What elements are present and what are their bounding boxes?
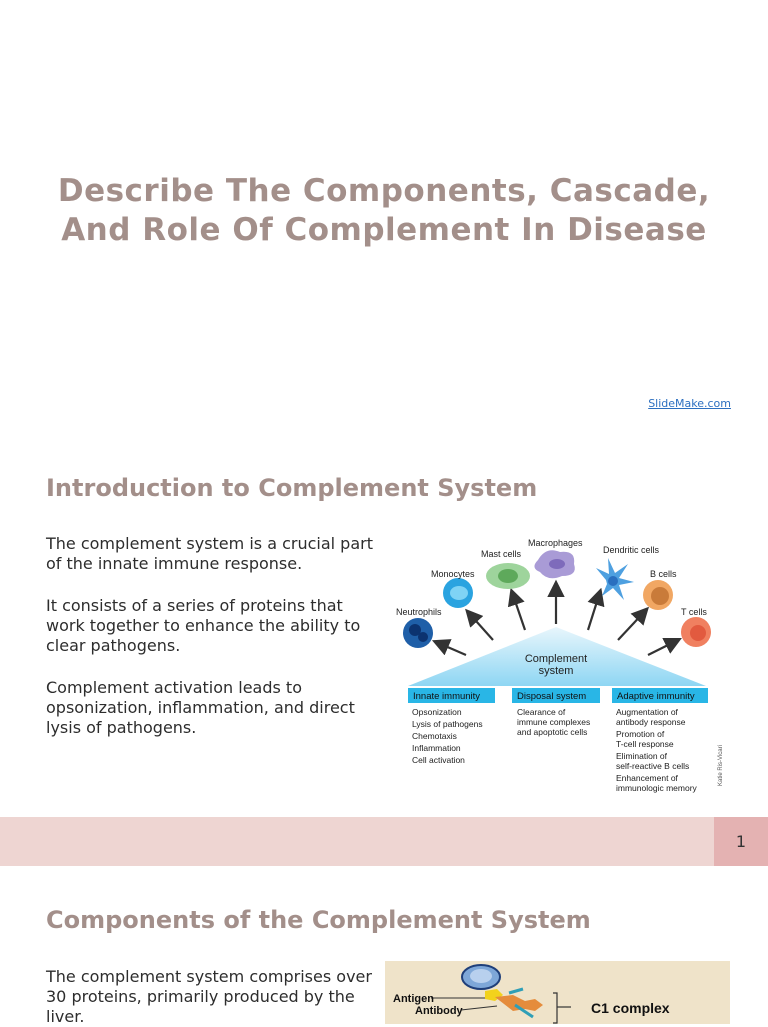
complement-system-figure: Complement system Neu — [396, 538, 724, 793]
complement-triangle — [408, 627, 706, 686]
arrows — [431, 579, 682, 657]
c1-arms — [508, 987, 534, 1019]
adaptive-item: Enhancement of — [616, 773, 679, 783]
header-innate-immunity: Innate immunity — [413, 691, 480, 702]
disposal-item: immune complexes — [517, 717, 590, 727]
intro-paragraph-3: Complement activation leads to opsonizat… — [46, 678, 355, 737]
cell-dendritic — [596, 558, 634, 600]
innate-item: Lysis of pathogens — [412, 719, 483, 729]
c1-complex-figure: Antigen Antibody C1 complex — [385, 961, 730, 1024]
label-macrophages: Macrophages — [528, 538, 583, 548]
innate-item: Opsonization — [412, 707, 462, 717]
label-neutrophils: Neutrophils — [396, 607, 442, 617]
adaptive-item: Promotion of — [616, 729, 665, 739]
intro-heading: Introduction to Complement System — [46, 474, 538, 502]
header-disposal-bg — [512, 688, 600, 703]
cell-mast-cell — [486, 563, 530, 589]
arrow-t-cells — [647, 638, 682, 656]
antigen-core — [470, 969, 492, 983]
arrow-monocytes — [465, 608, 494, 641]
adaptive-item: Augmentation of — [616, 707, 679, 717]
header-disposal-system: Disposal system — [517, 691, 586, 702]
slide-title-line-2: And Role Of Complement In Disease — [61, 212, 707, 248]
slide-title-line-1: Describe The Components, Cascade, — [57, 173, 711, 209]
center-label-line-2: system — [539, 665, 574, 677]
slide-title: Describe The Components, Cascade, And Ro… — [30, 172, 738, 250]
header-adaptive-immunity: Adaptive immunity — [617, 691, 695, 702]
label-mast-cells: Mast cells — [481, 549, 522, 559]
disposal-item: Clearance of — [517, 707, 566, 717]
arrow-mast-cells — [507, 587, 527, 631]
innate-item: Chemotaxis — [412, 731, 457, 741]
antibody-label: Antibody — [415, 1005, 464, 1017]
adaptive-item: self-reactive B cells — [616, 761, 689, 771]
arrow-b-cells — [617, 606, 650, 641]
cell-neutrophil — [403, 618, 433, 648]
slidemake-link[interactable]: SlideMake.com — [648, 397, 731, 410]
cell-monocyte — [443, 578, 473, 608]
adaptive-item: immunologic memory — [616, 783, 698, 793]
adaptive-item: Elimination of — [616, 751, 668, 761]
label-b-cells: B cells — [650, 569, 677, 579]
cell-t-cell — [681, 617, 711, 647]
innate-item: Inflammation — [412, 743, 461, 753]
antibody-leader — [460, 1005, 498, 1011]
label-monocytes: Monocytes — [431, 569, 475, 579]
page-number-text: 1 — [735, 832, 747, 851]
label-dendritic-cells: Dendritic cells — [603, 545, 660, 555]
arrow-dendritic — [586, 587, 605, 631]
antigen-label: Antigen — [393, 993, 434, 1005]
cell-b-cell — [643, 580, 673, 610]
header-innate-bg — [408, 688, 495, 703]
page-number: 1 — [714, 817, 768, 866]
components-paragraph: The complement system comprises over 30 … — [46, 967, 372, 1026]
label-t-cells: T cells — [681, 607, 707, 617]
c1-complex-label: C1 complex — [591, 1000, 670, 1016]
c1-bracket — [553, 992, 558, 1024]
center-label-line-1: Complement — [525, 653, 587, 665]
arrow-neutrophils — [431, 639, 467, 657]
c1-protein-shape — [495, 995, 543, 1011]
components-heading: Components of the Complement System — [46, 906, 591, 934]
figure-credit: Katie Ris-Vicari — [718, 745, 724, 786]
cell-macrophage — [534, 550, 575, 579]
innate-item: Cell activation — [412, 755, 465, 765]
intro-paragraph-1: The complement system is a crucial part … — [46, 534, 373, 573]
intro-paragraph-2: It consists of a series of proteins that… — [46, 596, 361, 655]
adaptive-item: antibody response — [616, 717, 686, 727]
adaptive-item: T-cell response — [616, 739, 674, 749]
footer-band — [0, 817, 714, 866]
disposal-item: and apoptotic cells — [517, 727, 587, 737]
header-adaptive-bg — [612, 688, 708, 703]
